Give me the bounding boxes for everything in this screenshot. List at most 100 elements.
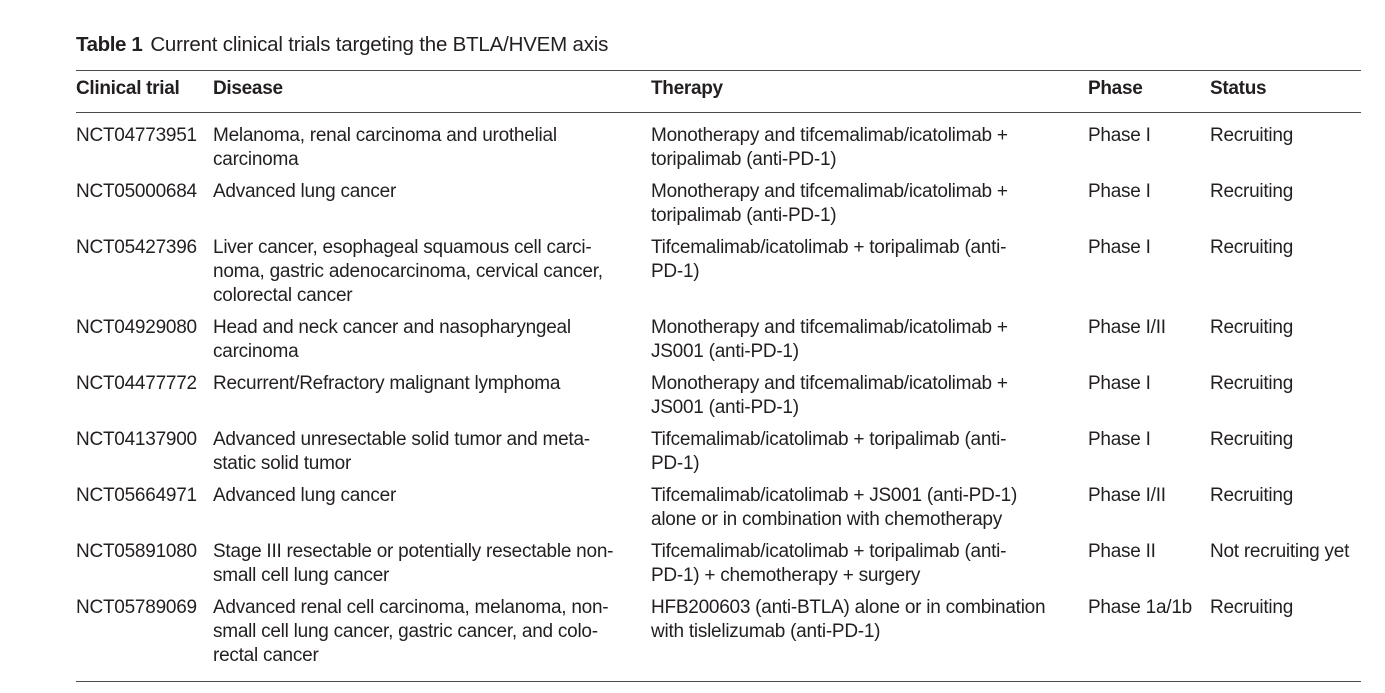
cell-disease-line: Advanced renal cell carcinoma, melanoma,…	[213, 597, 609, 618]
header-status: Status	[1210, 78, 1267, 99]
table-row: NCT04137900 Advanced unresectable solid t…	[0, 428, 1385, 484]
table-row: NCT05789069 Advanced renal cell carcinoma…	[0, 596, 1385, 676]
cell-therapy: Tifcemalimab/icatolimab + toripalimab (a…	[651, 540, 1071, 588]
cell-disease-line: Recurrent/Refractory malignant lymphoma	[213, 373, 561, 394]
cell-status: Recruiting	[1210, 317, 1294, 338]
cell-disease: Advanced renal cell carcinoma, melanoma,…	[213, 596, 633, 668]
cell-phase: Phase I	[1088, 125, 1151, 146]
cell-therapy-line: toripalimab (anti-PD-1)	[651, 205, 837, 226]
table-row: NCT05427396 Liver cancer, esophageal squa…	[0, 236, 1385, 316]
cell-disease-line: Liver cancer, esophageal squamous cell c…	[213, 237, 592, 258]
table-caption: Table 1 Current clinical trials targeting…	[76, 32, 608, 58]
cell-status: Recruiting	[1210, 181, 1294, 202]
cell-therapy-line: HFB200603 (anti-BTLA) alone or in combin…	[651, 597, 1046, 618]
cell-therapy-line: Tifcemalimab/icatolimab + toripalimab (a…	[651, 429, 1007, 450]
bottom-rule	[76, 681, 1361, 682]
table-header: Clinical trial Disease Therapy Phase Sta…	[0, 77, 1385, 103]
cell-disease: Head and neck cancer and nasopharyngeal c…	[213, 316, 633, 364]
cell-disease-line: small cell lung cancer	[213, 565, 390, 586]
cell-therapy-line: Monotherapy and tifcemalimab/icatolimab …	[651, 125, 1008, 146]
cell-disease-line: Advanced lung cancer	[213, 181, 397, 202]
cell-status: Recruiting	[1210, 485, 1294, 506]
cell-clinical-trial: NCT05000684	[76, 181, 197, 202]
cell-therapy: Monotherapy and tifcemalimab/icatolimab …	[651, 316, 1071, 364]
cell-disease-line: colorectal cancer	[213, 285, 353, 306]
cell-clinical-trial: NCT05427396	[76, 237, 197, 258]
cell-disease-line: carcinoma	[213, 149, 299, 170]
cell-therapy-line: PD-1) + chemotherapy + surgery	[651, 565, 921, 586]
cell-disease-line: Advanced lung cancer	[213, 485, 397, 506]
cell-disease-line: Advanced unresectable solid tumor and me…	[213, 429, 590, 450]
cell-disease: Stage III resectable or potentially rese…	[213, 540, 633, 588]
table-row: NCT04929080 Head and neck cancer and naso…	[0, 316, 1385, 372]
cell-disease-line: Stage III resectable or potentially rese…	[213, 541, 614, 562]
cell-status: Recruiting	[1210, 597, 1294, 618]
cell-disease-line: carcinoma	[213, 341, 299, 362]
cell-clinical-trial: NCT04929080	[76, 317, 197, 338]
cell-therapy: Tifcemalimab/icatolimab + toripalimab (a…	[651, 428, 1071, 476]
cell-therapy-line: JS001 (anti-PD-1)	[651, 341, 799, 362]
cell-phase: Phase I/II	[1088, 317, 1166, 338]
cell-therapy: Tifcemalimab/icatolimab + JS001 (anti-PD…	[651, 484, 1071, 532]
top-rule	[76, 70, 1361, 71]
cell-disease: Advanced lung cancer	[213, 180, 633, 204]
cell-disease-line: static solid tumor	[213, 453, 352, 474]
header-rule	[76, 112, 1361, 113]
cell-disease: Recurrent/Refractory malignant lymphoma	[213, 372, 633, 396]
cell-status: Recruiting	[1210, 373, 1294, 394]
cell-therapy-line: Monotherapy and tifcemalimab/icatolimab …	[651, 373, 1008, 394]
table-row: NCT05000684 Advanced lung cancer Monothera…	[0, 180, 1385, 236]
cell-therapy-line: Tifcemalimab/icatolimab + toripalimab (a…	[651, 541, 1007, 562]
header-therapy: Therapy	[651, 78, 723, 99]
cell-disease-line: noma, gastric adenocarcinoma, cervical c…	[213, 261, 603, 282]
table-title: Current clinical trials targeting the BT…	[150, 33, 609, 56]
cell-disease: Melanoma, renal carcinoma and urothelial…	[213, 124, 633, 172]
cell-clinical-trial: NCT05789069	[76, 597, 197, 618]
cell-phase: Phase I	[1088, 373, 1151, 394]
cell-status: Recruiting	[1210, 429, 1294, 450]
cell-clinical-trial: NCT05664971	[76, 485, 197, 506]
cell-therapy: Monotherapy and tifcemalimab/icatolimab …	[651, 372, 1071, 420]
cell-therapy-line: PD-1)	[651, 453, 700, 474]
cell-phase: Phase I/II	[1088, 485, 1166, 506]
cell-therapy-line: with tislelizumab (anti-PD-1)	[651, 621, 881, 642]
cell-phase: Phase I	[1088, 181, 1151, 202]
header-clinical-trial: Clinical trial	[76, 78, 180, 99]
cell-status: Not recruiting yet	[1210, 541, 1350, 562]
cell-disease-line: small cell lung cancer, gastric cancer, …	[213, 621, 598, 642]
cell-therapy-line: Monotherapy and tifcemalimab/icatolimab …	[651, 181, 1008, 202]
cell-clinical-trial: NCT05891080	[76, 541, 197, 562]
cell-status: Recruiting	[1210, 125, 1294, 146]
cell-disease-line: Melanoma, renal carcinoma and urothelial	[213, 125, 557, 146]
cell-disease-line: Head and neck cancer and nasopharyngeal	[213, 317, 571, 338]
cell-therapy: Tifcemalimab/icatolimab + toripalimab (a…	[651, 236, 1071, 284]
cell-therapy-line: toripalimab (anti-PD-1)	[651, 149, 837, 170]
cell-status: Recruiting	[1210, 237, 1294, 258]
header-disease: Disease	[213, 78, 283, 99]
cell-disease: Advanced unresectable solid tumor and me…	[213, 428, 633, 476]
cell-therapy-line: Monotherapy and tifcemalimab/icatolimab …	[651, 317, 1008, 338]
table-row: NCT05891080 Stage III resectable or poten…	[0, 540, 1385, 596]
cell-phase: Phase I	[1088, 429, 1151, 450]
cell-phase: Phase 1a/1b	[1088, 597, 1192, 618]
cell-phase: Phase I	[1088, 237, 1151, 258]
table-row: NCT05664971 Advanced lung cancer Tifcemali…	[0, 484, 1385, 540]
table-label: Table 1	[76, 33, 143, 56]
cell-disease: Advanced lung cancer	[213, 484, 633, 508]
cell-disease-line: rectal cancer	[213, 645, 319, 666]
cell-disease: Liver cancer, esophageal squamous cell c…	[213, 236, 633, 308]
cell-therapy-line: Tifcemalimab/icatolimab + JS001 (anti-PD…	[651, 485, 1018, 506]
cell-therapy: HFB200603 (anti-BTLA) alone or in combin…	[651, 596, 1071, 644]
cell-therapy-line: JS001 (anti-PD-1)	[651, 397, 799, 418]
header-phase: Phase	[1088, 78, 1143, 99]
cell-clinical-trial: NCT04477772	[76, 373, 197, 394]
cell-phase: Phase II	[1088, 541, 1156, 562]
cell-therapy: Monotherapy and tifcemalimab/icatolimab …	[651, 124, 1071, 172]
table-row: NCT04477772 Recurrent/Refractory malignan…	[0, 372, 1385, 428]
cell-therapy-line: Tifcemalimab/icatolimab + toripalimab (a…	[651, 237, 1007, 258]
cell-therapy-line: PD-1)	[651, 261, 700, 282]
cell-therapy: Monotherapy and tifcemalimab/icatolimab …	[651, 180, 1071, 228]
cell-clinical-trial: NCT04137900	[76, 429, 197, 450]
